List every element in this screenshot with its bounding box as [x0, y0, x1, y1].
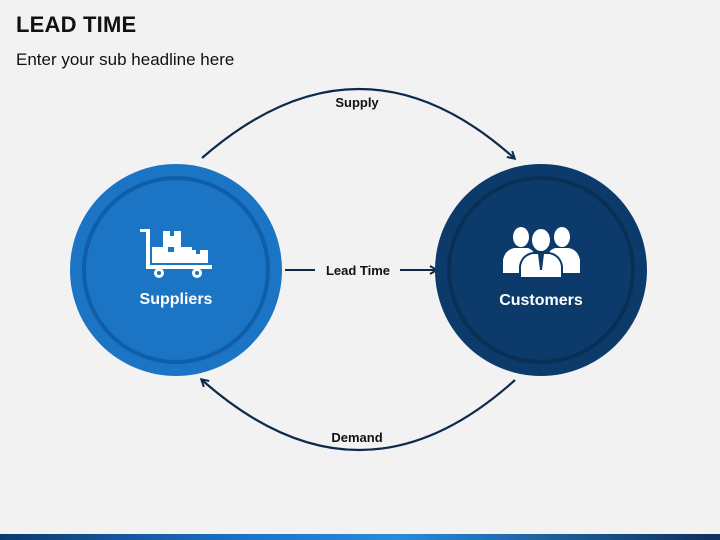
- demand-arrow: [202, 380, 516, 452]
- suppliers-label: Suppliers: [139, 291, 213, 308]
- supply-arrow: [201, 87, 514, 158]
- supply-label: Supply: [335, 95, 379, 110]
- business-people-icon: [503, 227, 580, 279]
- customers-label: Customers: [499, 292, 583, 309]
- page-subtitle: Enter your sub headline here: [16, 50, 235, 69]
- demand-label: Demand: [331, 430, 383, 445]
- hand-truck-boxes-icon: [140, 229, 212, 278]
- lead-time-label: Lead Time: [325, 263, 391, 278]
- suppliers-node: [70, 164, 282, 376]
- page-title: LEAD TIME: [16, 12, 137, 37]
- footer-accent-bar: [0, 534, 720, 540]
